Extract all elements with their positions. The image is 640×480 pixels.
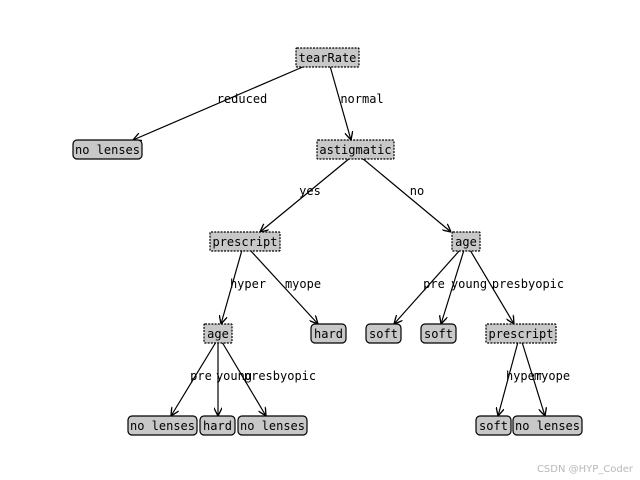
edge-label-young-left: young [216,369,252,383]
edge-label-hyper-right: hyper [506,369,542,383]
edge-age-left-presbyopic [221,341,266,416]
edge-age-right-pre [394,249,461,324]
leaf-node-no-lenses-myope: no lenses [512,415,583,436]
node-label-prescript-right: prescript [488,327,553,341]
leaf-label-no-lenses-presbyopic: no lenses [240,419,305,433]
decision-node-prescript-left: prescript [209,231,281,252]
leaf-label-soft-pre: soft [369,327,398,341]
leaf-label-soft-young: soft [424,327,453,341]
edge-tearRate-normal [329,65,351,140]
edge-label-reduced: reduced [217,92,268,106]
edge-prescript-right-myope [521,341,545,416]
node-label-prescript-left: prescript [212,235,277,249]
edge-prescript-hyper [221,249,243,324]
node-label-tearRate: tearRate [299,51,357,65]
edge-label-myope: myope [285,277,321,291]
edge-label-yes: yes [299,184,321,198]
leaf-node-soft-pre: soft [365,323,402,344]
leaf-node-soft-young: soft [420,323,457,344]
leaf-label-hard-young: hard [203,419,232,433]
node-label-age-right: age [455,235,477,249]
edge-label-pre-right: pre [423,277,445,291]
decision-node-age-left: age [203,323,233,344]
leaf-label-no-lenses-myope: no lenses [515,419,580,433]
decision-node-astigmatic: astigmatic [316,139,395,160]
edge-prescript-myope [249,249,318,324]
edge-age-right-presbyopic [469,249,514,324]
edge-label-no: no [410,184,424,198]
edge-label-presbyopic-left: presbyopic [244,369,316,383]
leaf-node-no-lenses-top: no lenses [72,139,143,160]
decision-node-prescript-right: prescript [485,323,557,344]
node-label-astigmatic: astigmatic [319,143,391,157]
decision-node-age-right: age [451,231,481,252]
leaf-label-soft-hyper: soft [479,419,508,433]
leaf-node-hard-mid: hard [310,323,347,344]
node-label-age-left: age [207,327,229,341]
edge-age-left-pre [171,341,217,416]
leaf-label-no-lenses-top: no lenses [75,143,140,157]
watermark: CSDN @HYP_Coder [537,464,634,475]
leaf-node-no-lenses-pre: no lenses [127,415,198,436]
leaf-node-hard-young: hard [199,415,236,436]
edge-label-presbyopic-right: presbyopic [492,277,564,291]
leaf-label-hard-mid: hard [314,327,343,341]
leaf-label-no-lenses-pre: no lenses [130,419,195,433]
edge-label-normal: normal [340,92,383,106]
edge-prescript-right-hyper [498,341,519,416]
edge-label-pre-left: pre [190,369,212,383]
edge-label-young-right: young [451,277,487,291]
edge-label-myope-right: myope [534,369,570,383]
leaf-node-no-lenses-presbyopic: no lenses [237,415,308,436]
decision-node-tearRate: tearRate [295,47,360,68]
edge-astigmatic-yes [260,157,351,232]
edge-label-hyper: hyper [230,277,266,291]
edge-tearRate-reduced [133,65,306,140]
edge-astigmatic-no [361,157,451,232]
edge-age-right-young [441,249,465,324]
leaf-node-soft-hyper: soft [475,415,512,436]
